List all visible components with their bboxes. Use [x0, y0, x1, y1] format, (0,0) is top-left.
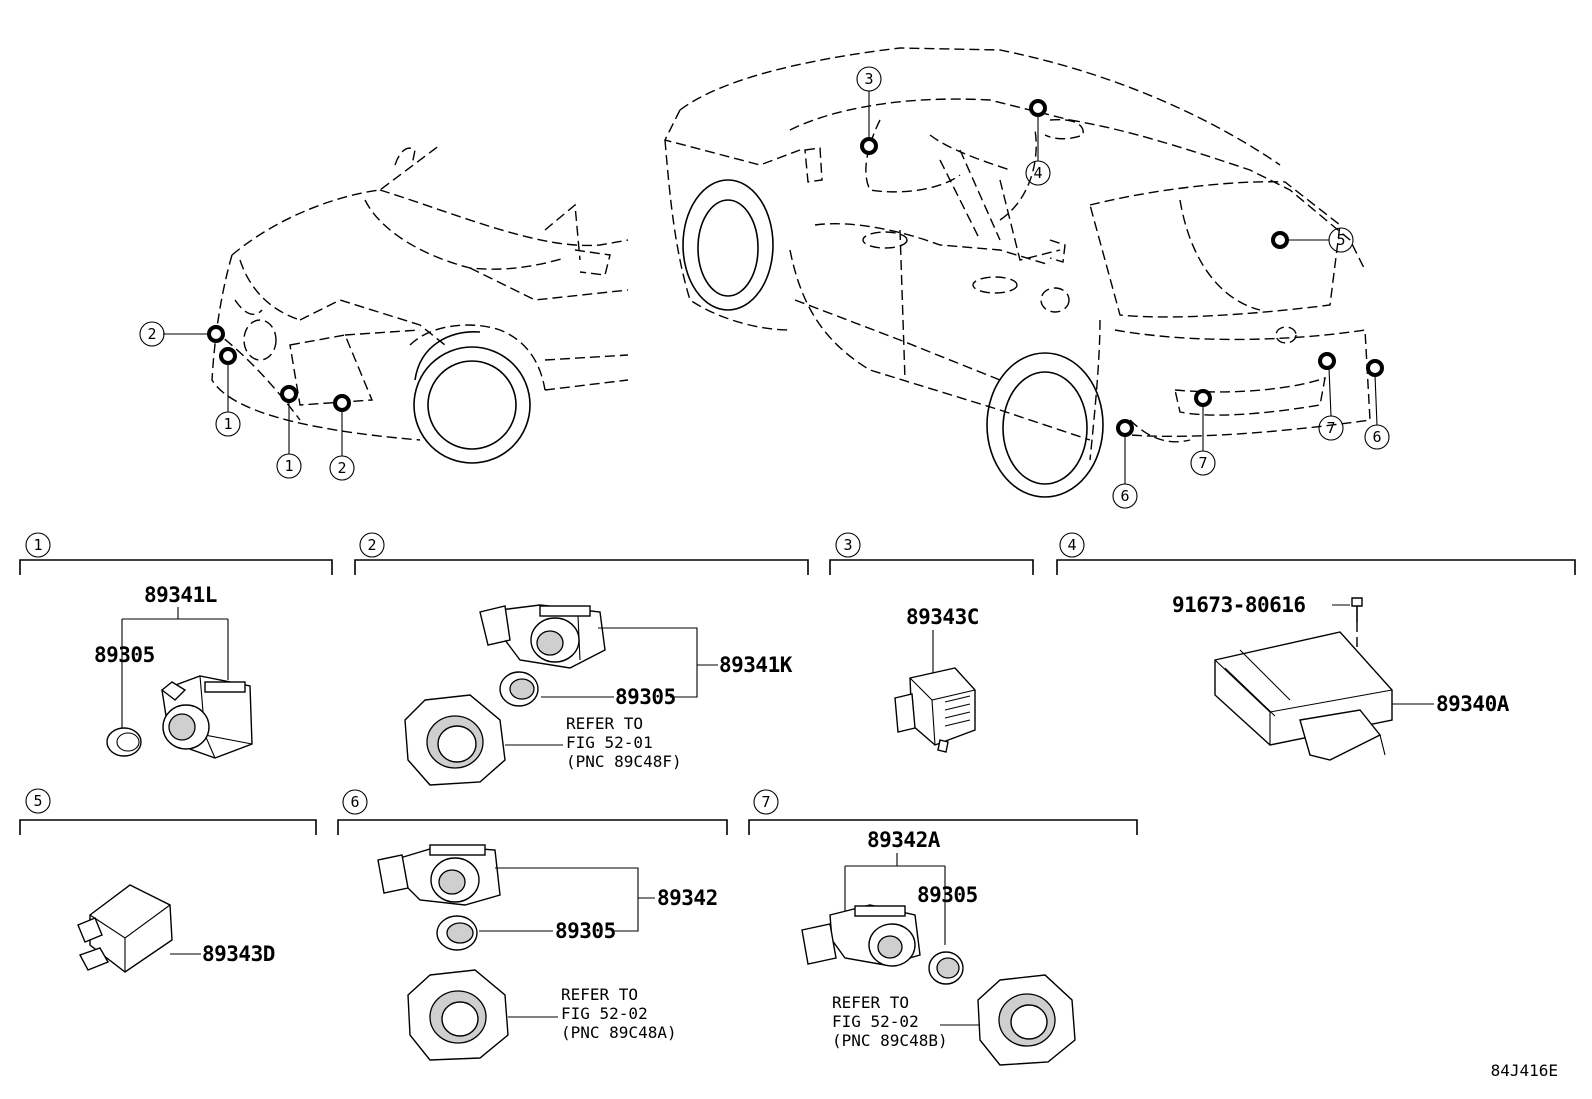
- svg-text:2: 2: [367, 536, 376, 554]
- callout-number: 3: [864, 70, 873, 88]
- yaw-sensor-drawing: [894, 667, 976, 753]
- section-5: 89343D: [77, 884, 275, 973]
- part-number-89341K[interactable]: 89341K: [719, 653, 793, 677]
- section-header-1[interactable]: 1: [19, 532, 333, 575]
- part-number-89343C[interactable]: 89343C: [906, 605, 979, 629]
- sensor-location-marker: [1194, 389, 1212, 407]
- callout-circles: 2 1 1 2 3 4 5 7 6 7 6: [139, 66, 1390, 509]
- part-number-89342A[interactable]: 89342A: [867, 828, 941, 852]
- callout-2-front-left[interactable]: 2: [139, 321, 165, 347]
- part-number-89340A[interactable]: 89340A: [1436, 692, 1510, 716]
- callout-7-rear-center[interactable]: 7: [1190, 450, 1216, 476]
- part-number-89305[interactable]: 89305: [917, 883, 978, 907]
- section-3: 89343C: [894, 605, 979, 753]
- sensor-location-marker: [1116, 419, 1134, 437]
- callout-6-rear-right[interactable]: 6: [1364, 424, 1390, 450]
- callout-4-rear[interactable]: 4: [1025, 160, 1051, 186]
- callout-number: 6: [1120, 487, 1129, 505]
- sensor-location-marker: [207, 325, 225, 343]
- svg-text:7: 7: [761, 793, 770, 811]
- section-header-6[interactable]: 6: [337, 789, 728, 835]
- section-header-3[interactable]: 3: [829, 532, 1034, 575]
- figure-reference-link[interactable]: FIG 52-02: [832, 1012, 919, 1031]
- part-number-89305[interactable]: 89305: [615, 685, 676, 709]
- svg-text:4: 4: [1067, 536, 1076, 554]
- sensor-ring-drawing: [106, 727, 142, 757]
- ultrasonic-sensor-drawing: [160, 675, 253, 759]
- refer-to-note: REFER TO: [566, 714, 643, 733]
- callout-1-front-left[interactable]: 1: [215, 411, 241, 437]
- section-header-7[interactable]: 7: [748, 789, 1138, 835]
- svg-text:5: 5: [33, 792, 42, 810]
- section-headers: 1 2 3 4 5 6 7: [19, 532, 1576, 835]
- callout-5-rear[interactable]: 5: [1328, 227, 1354, 253]
- callout-2-front-right[interactable]: 2: [329, 455, 355, 481]
- control-module-drawing: [1214, 631, 1393, 761]
- figure-reference-link[interactable]: FIG 52-01: [566, 733, 653, 752]
- callout-number: 1: [223, 415, 232, 433]
- section-6: 89342 89305 REFER TO FIG 52-02 (PNC 89C4…: [377, 844, 718, 1061]
- sensor-location-marker: [280, 385, 298, 403]
- sensor-location-marker: [1271, 231, 1289, 249]
- callout-number: 4: [1033, 164, 1042, 182]
- part-number-91673-80616[interactable]: 91673-80616: [1172, 593, 1306, 617]
- ultrasonic-sensor-drawing: [801, 904, 921, 967]
- refer-to-note: REFER TO: [832, 993, 909, 1012]
- bolt-drawing: [1351, 597, 1363, 622]
- sensor-retainer-drawing: [407, 969, 509, 1061]
- yaw-sensor-drawing: [77, 884, 173, 973]
- callout-1-front-center[interactable]: 1: [276, 453, 302, 479]
- front-car-illustration: [211, 144, 629, 464]
- rear-car-illustration: [663, 47, 1371, 498]
- sensor-ring-drawing: [928, 951, 964, 985]
- sensor-location-marker: [333, 394, 351, 412]
- sensor-location-marker: [860, 137, 878, 155]
- sensor-location-marker: [1318, 352, 1336, 370]
- part-number-89305[interactable]: 89305: [94, 643, 155, 667]
- sensor-ring-drawing: [436, 915, 478, 951]
- callout-number: 5: [1336, 231, 1345, 249]
- ultrasonic-sensor-drawing: [479, 604, 606, 669]
- section-1: 89341L 89305: [94, 583, 253, 759]
- figure-reference-link[interactable]: FIG 52-02: [561, 1004, 648, 1023]
- part-number-89343D[interactable]: 89343D: [202, 942, 275, 966]
- vehicle-callouts: [163, 91, 1384, 484]
- section-2: 89341K 89305 REFER TO FIG 52-01 (PNC 89C…: [404, 604, 793, 786]
- sensor-location-marker: [1366, 359, 1384, 377]
- part-number-89341L[interactable]: 89341L: [144, 583, 217, 607]
- sensor-ring-drawing: [499, 671, 539, 707]
- figure-code: 84J416E: [1491, 1061, 1558, 1080]
- callout-number: 2: [147, 325, 156, 343]
- pnc-reference: (PNC 89C48F): [566, 752, 682, 771]
- callout-number: 2: [337, 459, 346, 477]
- callout-number: 7: [1326, 419, 1335, 437]
- svg-text:6: 6: [350, 793, 359, 811]
- sensor-location-marker: [1029, 99, 1047, 117]
- callout-3-rear[interactable]: 3: [856, 66, 882, 92]
- sensor-location-marker: [219, 347, 237, 365]
- section-7: 89342A 89305 REFER TO FIG 52-02 (PNC 89C…: [801, 828, 1076, 1066]
- svg-text:1: 1: [33, 536, 42, 554]
- ultrasonic-sensor-drawing: [377, 844, 501, 906]
- part-number-89342[interactable]: 89342: [657, 886, 718, 910]
- part-number-89305[interactable]: 89305: [555, 919, 616, 943]
- callout-number: 1: [284, 457, 293, 475]
- section-header-5[interactable]: 5: [19, 788, 317, 835]
- section-4: 91673-80616 89340A: [1172, 593, 1510, 761]
- pnc-reference: (PNC 89C48A): [561, 1023, 677, 1042]
- section-header-2[interactable]: 2: [354, 532, 809, 575]
- section-header-4[interactable]: 4: [1056, 532, 1576, 575]
- svg-text:3: 3: [843, 536, 852, 554]
- refer-to-note: REFER TO: [561, 985, 638, 1004]
- sensor-retainer-drawing: [404, 694, 506, 786]
- callout-number: 6: [1372, 428, 1381, 446]
- callout-7-rear-right[interactable]: 7: [1318, 415, 1344, 441]
- callout-6-rear-left[interactable]: 6: [1112, 483, 1138, 509]
- sensor-retainer-drawing: [977, 974, 1076, 1066]
- pnc-reference: (PNC 89C48B): [832, 1031, 948, 1050]
- callout-number: 7: [1198, 454, 1207, 472]
